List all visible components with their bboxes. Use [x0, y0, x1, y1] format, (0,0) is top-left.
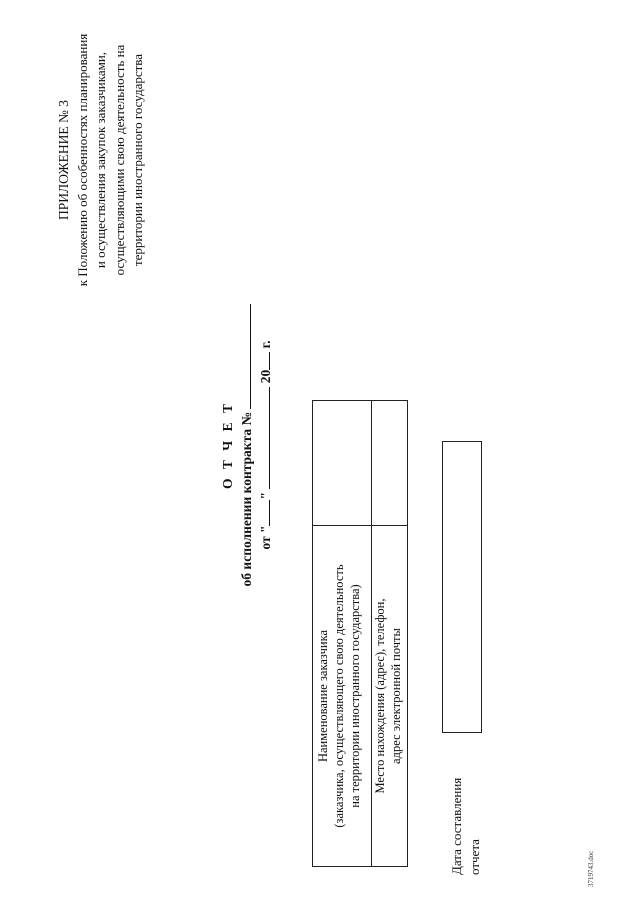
day-blank[interactable]	[257, 499, 270, 526]
year-suffix: г.	[258, 340, 273, 349]
report-heading: О Т Ч Е Т	[220, 401, 235, 489]
appendix-title: ПРИЛОЖЕНИЕ № 3	[56, 99, 71, 221]
customer-name-label-line-1: Наименование заказчика	[316, 630, 330, 763]
customer-name-label: Наименование заказчика (заказчика, осуще…	[312, 525, 372, 867]
document-reference: 3719743.doc	[587, 850, 595, 887]
customer-address-value[interactable]	[371, 400, 408, 526]
report-title-block: О Т Ч Е Т об исполнении контракта № от "…	[218, 285, 275, 605]
contract-date-row: от " " 20 г.	[256, 285, 275, 605]
report-date-label-line-2: отчета	[467, 839, 482, 875]
date-quote: "	[258, 492, 273, 500]
customer-address-label-line-2: адрес электронной почты	[389, 628, 403, 764]
customer-address-label-line-1: Место нахождения (адрес), телефон,	[373, 598, 387, 794]
appendix-line-4: территории иностранного государства	[130, 53, 145, 267]
report-date-label: Дата составления отчета	[448, 735, 484, 875]
customer-name-value[interactable]	[312, 400, 372, 526]
appendix-line-2: и осуществления закупок заказчиками,	[93, 51, 108, 269]
customer-info-table: Наименование заказчика (заказчика, осуще…	[312, 400, 408, 867]
appendix-header: ПРИЛОЖЕНИЕ № 3 к Положению об особенност…	[55, 10, 148, 310]
contract-number-blank[interactable]	[238, 303, 251, 409]
month-blank[interactable]	[257, 386, 270, 489]
appendix-line-1: к Положению об особенностях планирования	[74, 33, 90, 287]
customer-name-label-line-3: на территории иностранного государства)	[348, 584, 362, 808]
date-from-label: от "	[258, 525, 273, 550]
report-date-field[interactable]	[442, 441, 482, 733]
year-prefix: 20	[258, 369, 273, 384]
report-date-label-line-1: Дата составления	[449, 777, 464, 875]
year-blank[interactable]	[257, 351, 270, 370]
customer-address-label: Место нахождения (адрес), телефон, адрес…	[371, 525, 408, 867]
appendix-line-3: осуществляющими свою деятельность на	[111, 44, 127, 276]
contract-number-label: об исполнении контракта №	[239, 411, 254, 587]
customer-name-label-line-2: (заказчика, осуществляющего свою деятель…	[332, 564, 346, 828]
table-row: Наименование заказчика (заказчика, осуще…	[312, 400, 372, 867]
contract-number-row: об исполнении контракта №	[237, 285, 256, 605]
table-row: Место нахождения (адрес), телефон, адрес…	[371, 400, 408, 867]
